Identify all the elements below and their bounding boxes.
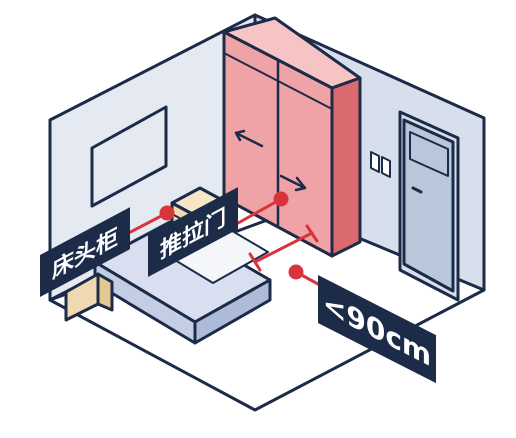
wall-switch-icon <box>370 151 380 173</box>
arrow-left-icon <box>234 129 264 148</box>
dimension-line <box>253 231 314 264</box>
door-handle-icon <box>411 186 423 194</box>
wall-switch-icon <box>381 156 391 178</box>
bed-foot <box>193 278 272 345</box>
wall-picture <box>90 105 168 208</box>
wardrobe-side <box>330 76 362 258</box>
door-window <box>409 131 449 177</box>
arrow-right-icon <box>279 174 307 192</box>
dimension-marker-icon <box>288 264 304 280</box>
dimension-marker-icon <box>159 205 175 221</box>
dimension-marker-icon <box>273 191 289 207</box>
